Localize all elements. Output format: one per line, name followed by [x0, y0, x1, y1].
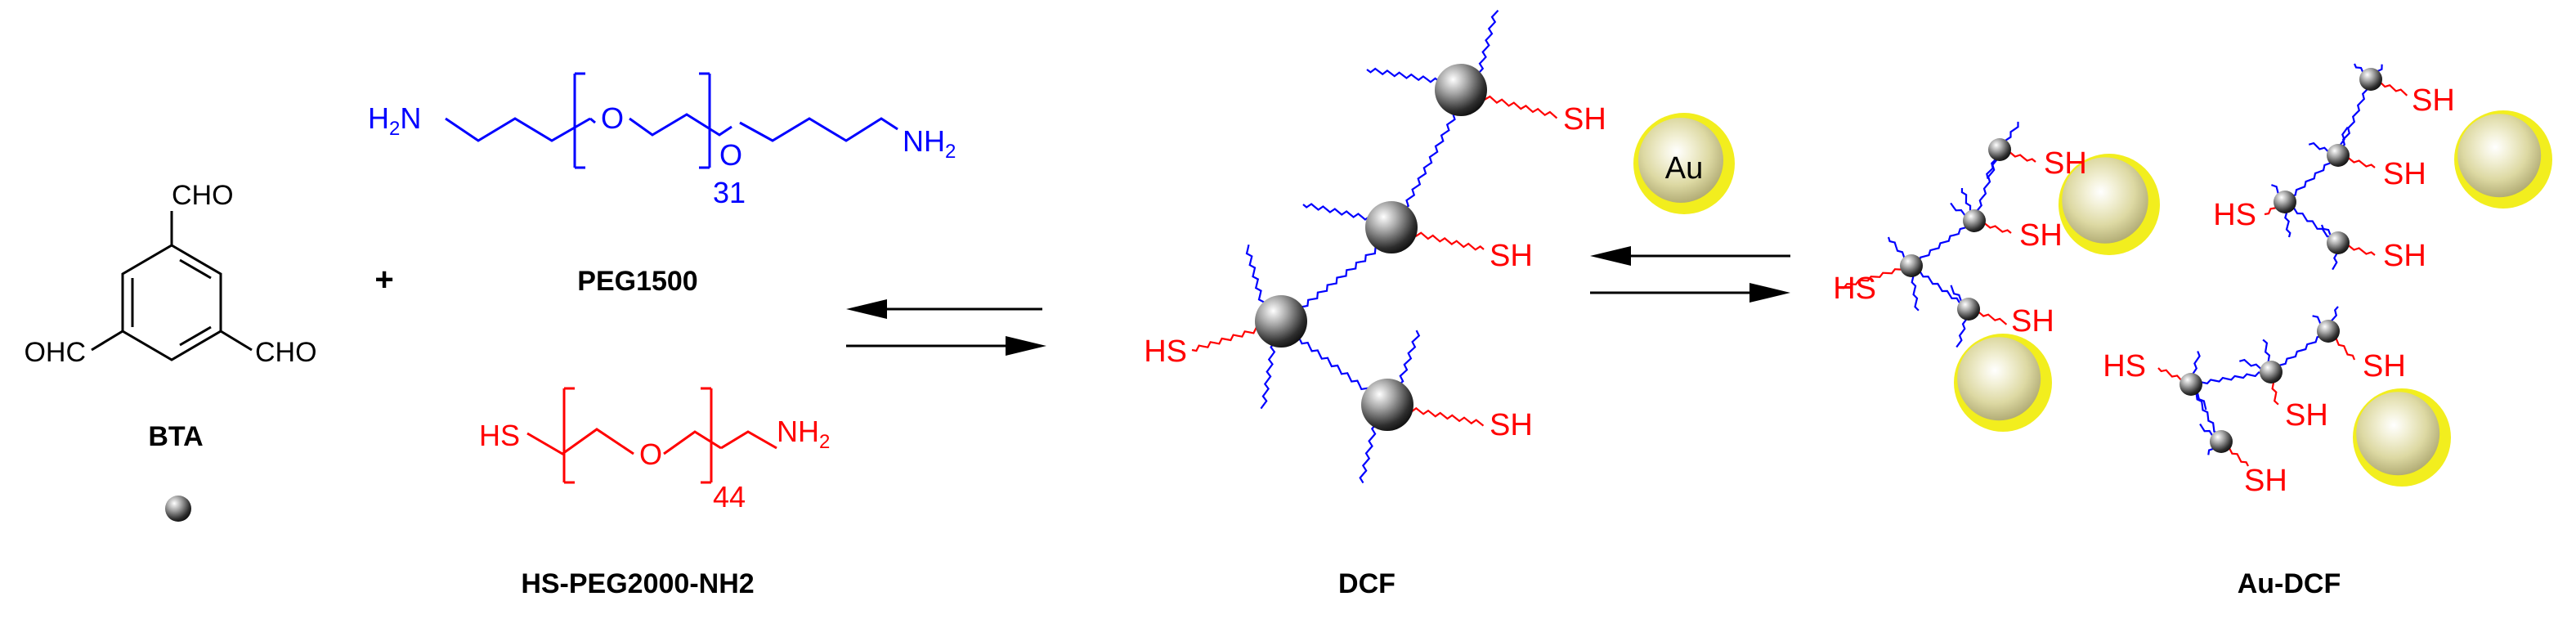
- peg1500-chain: [1359, 424, 1377, 484]
- peg1500-repeat: 31: [713, 176, 746, 209]
- bta-bead: [1963, 209, 1986, 232]
- bta-bead-symbol: [165, 496, 191, 522]
- peg1500-chain: [2285, 154, 2339, 204]
- bta-bead: [1255, 295, 1307, 348]
- bta-bead: [1361, 379, 1413, 431]
- bta-bead: [2327, 144, 2350, 167]
- peg1500-chain: [1399, 330, 1421, 385]
- peg1500-chain: [1478, 9, 1499, 73]
- au-dcf-network: SH SH HS SH SH SH HS SH HS SH SH SH: [1833, 63, 2552, 498]
- bta-bead: [1957, 298, 1980, 321]
- dcf-network: SH SH HS SH: [1144, 9, 1606, 484]
- thiol-label-sh: SH: [1563, 102, 1606, 137]
- thiol-label-sh: SH: [2019, 218, 2063, 253]
- bta-bead: [2327, 231, 2350, 254]
- peg1500-chain: [1299, 339, 1370, 393]
- peg1500-chain: [1302, 203, 1374, 221]
- thiol-label-sh: SH: [1490, 408, 1533, 442]
- bta-cho-right: CHO: [255, 337, 317, 368]
- thiol-label-sh: SH: [2011, 304, 2054, 339]
- thiol-label-sh: SH: [2044, 146, 2087, 181]
- peg1500-chain: [1260, 343, 1276, 410]
- peg1500-o2: O: [719, 138, 742, 172]
- thiol-label-sh: SH: [2285, 398, 2328, 433]
- hs-peg-chain: [1412, 231, 1485, 251]
- hs-peg-nh2: NH2: [777, 415, 830, 453]
- hs-peg-hs: HS: [479, 419, 520, 452]
- bta-bead: [2210, 430, 2233, 453]
- peg1500-chain: [1973, 149, 2000, 222]
- hs-peg-label: HS-PEG2000-NH2: [521, 568, 754, 599]
- peg1500-chain: [2190, 370, 2272, 387]
- peg1500-structure: [445, 72, 898, 169]
- bta-cho-top: CHO: [172, 180, 234, 211]
- thiol-label-sh: SH: [2244, 464, 2287, 498]
- thiol-label-sh: SH: [2412, 83, 2455, 118]
- bta-bead: [1435, 64, 1487, 116]
- peg1500-chain: [2270, 330, 2328, 374]
- equilibrium-arrow-2: [1590, 246, 1790, 303]
- hs-peg-chain: [1407, 406, 1485, 427]
- thiol-label-sh: SH: [2363, 349, 2406, 384]
- bta-bead: [2274, 191, 2296, 213]
- gold-nanoparticle: [2059, 154, 2160, 255]
- gold-label: Au: [1665, 151, 1703, 186]
- dcf-label: DCF: [1338, 568, 1396, 599]
- bta-structure: [91, 211, 253, 361]
- hs-peg-chain: [1481, 95, 1558, 119]
- peg1500-h2n: H2N: [368, 101, 421, 140]
- bta-bead: [2180, 373, 2202, 396]
- peg1500-nh2: NH2: [903, 124, 956, 163]
- gold-nanoparticle: [1954, 334, 2052, 432]
- bta-ohc-left: OHC: [24, 337, 86, 368]
- bta-bead: [1988, 138, 2011, 161]
- thiol-label-hs: HS: [1144, 334, 1187, 369]
- thiol-label-sh: SH: [2383, 239, 2426, 273]
- peg1500-chain: [2336, 78, 2372, 157]
- peg1500-chain: [1366, 67, 1444, 85]
- thiol-label-hs: HS: [2103, 349, 2146, 384]
- bta-bead: [2317, 320, 2340, 343]
- peg1500-chain: [1911, 265, 1969, 310]
- bta-bead: [1365, 201, 1418, 253]
- hs-peg-o: O: [639, 437, 662, 471]
- peg1500-label: PEG1500: [577, 266, 697, 297]
- thiol-label-hs: HS: [2213, 198, 2256, 232]
- plus-sign: +: [374, 262, 393, 298]
- au-dcf-label: Au-DCF: [2238, 568, 2341, 599]
- bta-label: BTA: [148, 421, 203, 452]
- bta-bead: [1900, 254, 1923, 277]
- thiol-label-sh: SH: [1490, 239, 1533, 273]
- gold-nanoparticle: [2353, 388, 2451, 487]
- peg1500-chain: [1910, 219, 1975, 266]
- peg1500-chain: [1245, 244, 1266, 307]
- peg1500-chain: [1298, 245, 1381, 308]
- gold-nanoparticle: [2454, 110, 2552, 209]
- peg1500-chain: [1404, 110, 1458, 209]
- hs-peg-repeat: 44: [713, 480, 746, 514]
- peg1500-o1: O: [601, 101, 624, 135]
- hs-peg-chain: [1839, 264, 1912, 289]
- bta-bead: [2359, 68, 2382, 91]
- hs-peg-chain: [1191, 326, 1261, 352]
- equilibrium-arrow-1: [846, 299, 1046, 356]
- hs-peg-structure: [526, 387, 777, 484]
- thiol-label-sh: SH: [2383, 157, 2426, 191]
- bta-bead: [2260, 361, 2283, 384]
- gold-particle: [1633, 113, 1735, 214]
- thiol-label-hs: HS: [1833, 271, 1876, 306]
